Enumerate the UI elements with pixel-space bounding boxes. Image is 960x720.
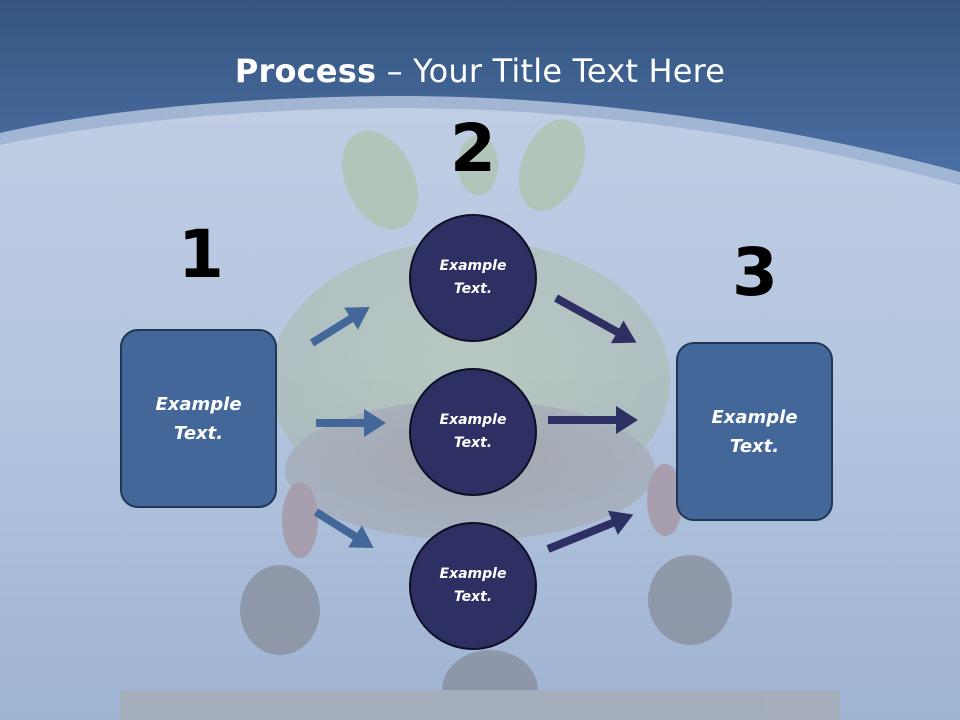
- step-number-1: 1: [178, 216, 224, 293]
- title-bold: Process: [234, 52, 377, 90]
- circle-bottom: Example Text.: [409, 522, 537, 650]
- slide-title: Process – Your Title Text Here: [0, 52, 960, 90]
- step-1-box: Example Text.: [120, 329, 277, 508]
- title-rest: – Your Title Text Here: [376, 52, 726, 90]
- circle-top: Example Text.: [409, 214, 537, 342]
- step-3-box: Example Text.: [676, 342, 833, 521]
- step-number-2: 2: [450, 110, 496, 187]
- circle-middle: Example Text.: [409, 368, 537, 496]
- step-number-3: 3: [732, 234, 778, 311]
